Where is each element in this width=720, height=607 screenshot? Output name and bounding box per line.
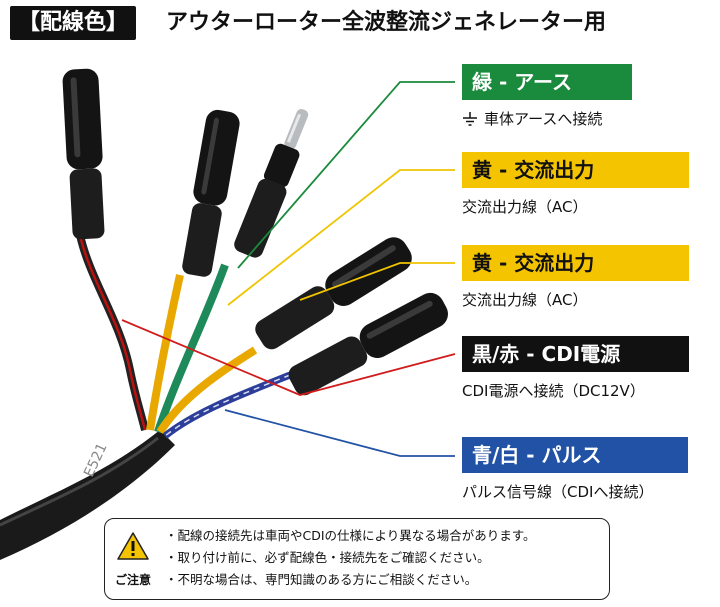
- label-yellow-1-head: 黄 - 交流出力: [462, 152, 689, 188]
- leader-black-red: [121, 319, 456, 396]
- title-row: 【配線色】 アウターローター全波整流ジェネレーター用: [0, 0, 720, 44]
- leader-blue-white: [224, 409, 455, 457]
- yellow-wire-2: [156, 346, 258, 435]
- notice-title: ご注意: [114, 573, 151, 587]
- warning-icon: [117, 532, 149, 560]
- leader-green: [237, 81, 455, 269]
- label-blue-white-head: 青/白 - パルス: [462, 437, 688, 473]
- label-blue-white: 青/白 - パルス パルス信号線（CDIへ接続）: [462, 437, 688, 502]
- cable-sheath: [0, 430, 175, 560]
- connector-black-red: [62, 68, 105, 240]
- earth-ground-icon: [463, 112, 477, 126]
- notice-box: ご注意 ・配線の接続先は車両やCDIの仕様により異なる場合があります。 ・取り付…: [104, 518, 610, 600]
- label-yellow-1: 黄 - 交流出力 交流出力線（AC）: [462, 152, 689, 217]
- notice-lines: ・配線の接続先は車両やCDIの仕様により異なる場合があります。 ・取り付け前に、…: [165, 525, 605, 591]
- notice-line: ・配線の接続先は車両やCDIの仕様により異なる場合があります。: [165, 528, 536, 543]
- cable-sheath-highlight: [0, 436, 159, 527]
- label-black-red-sub: CDI電源へ接続（DC12V）: [462, 382, 645, 400]
- yellow-wire-1: [146, 274, 184, 431]
- label-yellow-2: 黄 - 交流出力 交流出力線（AC）: [462, 245, 689, 310]
- notice-line: ・取り付け前に、必ず配線色・接続先をご確認ください。: [165, 550, 490, 565]
- title-tag: 【配線色】: [10, 6, 137, 40]
- label-green-head: 緑 - アース: [462, 64, 632, 100]
- connector-yellow-1: [182, 109, 240, 277]
- connector-green: [234, 108, 309, 258]
- connector-yellow-2: [255, 237, 412, 350]
- connector-blue-white: [288, 292, 448, 396]
- label-yellow-1-sub: 交流出力線（AC）: [462, 198, 588, 216]
- label-blue-white-sub: パルス信号線（CDIへ接続）: [462, 483, 654, 501]
- label-yellow-2-sub: 交流出力線（AC）: [462, 291, 588, 309]
- label-green-sub-text: 車体アースへ接続: [484, 110, 603, 128]
- blue-white-stripe: [164, 374, 291, 437]
- page-title: アウターローター全波整流ジェネレーター用: [166, 10, 607, 35]
- label-black-red-head: 黒/赤 - CDI電源: [462, 336, 689, 372]
- label-black-red: 黒/赤 - CDI電源 CDI電源へ接続（DC12V）: [462, 336, 689, 401]
- label-green-sub: 車体アースへ接続: [462, 108, 632, 129]
- label-green: 緑 - アース 車体アースへ接続: [462, 64, 632, 129]
- notice-icon-column: ご注意: [105, 519, 161, 599]
- leader-yellow-1: [227, 169, 455, 306]
- label-yellow-2-head: 黄 - 交流出力: [462, 245, 689, 281]
- notice-line: ・不明な場合は、専門知識のある方にご相談ください。: [165, 572, 478, 587]
- leader-yellow-2: [299, 262, 455, 301]
- black-red-stripe: [78, 234, 147, 431]
